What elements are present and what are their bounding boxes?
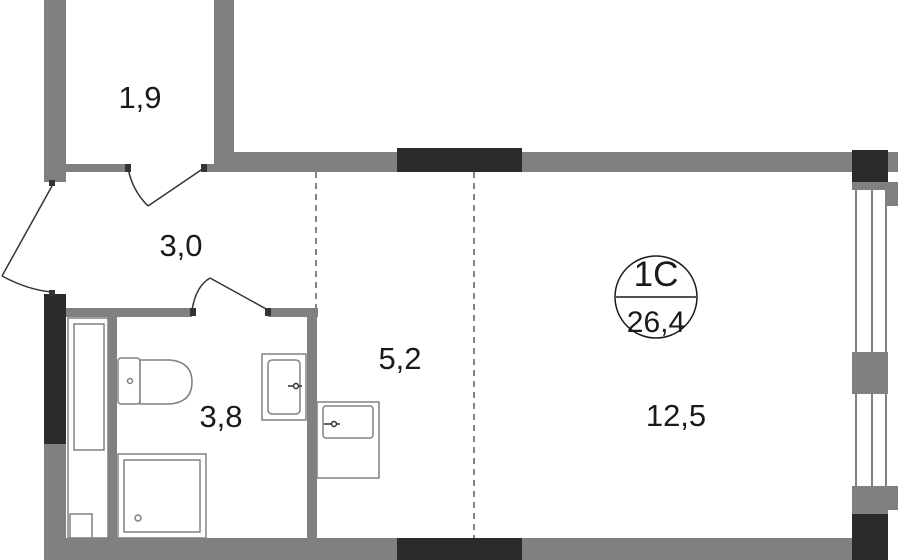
- wall: [214, 0, 234, 172]
- bathroom-door: [190, 277, 271, 316]
- room-area-hallway: 3,0: [159, 228, 202, 263]
- wall: [66, 308, 192, 317]
- zone-dividers: [315, 172, 475, 538]
- window-sill-bottom: [397, 538, 522, 560]
- corner-block-bottom: [852, 514, 888, 560]
- room-area-living: 12,5: [646, 398, 706, 433]
- window-sills: [44, 148, 888, 560]
- entry-door: [1, 180, 55, 296]
- apartment-type: 1С: [634, 255, 679, 294]
- apartment-badge: 1С 26,4: [614, 255, 698, 339]
- storage-door: [125, 164, 207, 207]
- corner-block-top: [852, 150, 888, 182]
- window-right: [855, 182, 898, 514]
- room-area-bathroom: 3,8: [199, 399, 242, 434]
- toilet: [117, 357, 193, 405]
- bathtub: [67, 317, 109, 539]
- room-area-storage: 1,9: [118, 80, 161, 115]
- shower-tray: [117, 453, 207, 539]
- window-sill-left: [44, 294, 66, 444]
- room-area-kitchen: 5,2: [378, 341, 421, 376]
- wall: [44, 0, 66, 182]
- bathroom-sink: [261, 353, 307, 421]
- wall: [66, 164, 128, 172]
- wall: [307, 308, 317, 540]
- window-sill-top: [397, 148, 522, 172]
- kitchen-sink: [316, 401, 380, 479]
- wall: [852, 352, 888, 394]
- wall: [268, 308, 318, 317]
- wall: [108, 317, 117, 540]
- wall: [852, 486, 888, 518]
- apartment-total-area: 26,4: [627, 306, 685, 339]
- wall: [214, 152, 898, 172]
